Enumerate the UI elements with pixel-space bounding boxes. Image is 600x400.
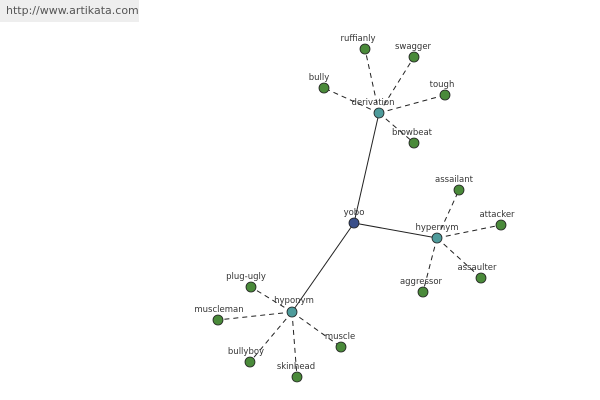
nodes-layer: yobo derivation ruffianly swagger bully tough… [194,34,515,383]
edge-center-hypernym [353,222,438,239]
edge-hypernym-assaulter [436,237,482,279]
node-leaf-aggressor[interactable]: aggressor [400,277,443,298]
node-leaf-swagger-circle[interactable] [408,51,420,63]
node-leaf-browbeat-circle[interactable] [408,137,420,149]
node-leaf-plug-ugly-label: plug-ugly [226,272,266,282]
node-leaf-attacker-label: attacker [479,210,515,220]
node-leaf-assailant[interactable]: assailant [435,175,474,196]
node-leaf-ruffianly[interactable]: ruffianly [340,34,376,55]
edge-derivation-tough [378,94,446,114]
node-relation-hypernym[interactable]: hypernym [415,223,459,244]
node-relation-derivation[interactable]: derivation [351,98,395,119]
node-leaf-skinhead-label: skinhead [277,362,315,372]
edge-derivation-swagger [378,56,415,114]
node-leaf-muscle[interactable]: muscle [325,332,355,353]
edge-derivation-bully [323,87,380,114]
node-leaf-muscleman[interactable]: muscleman [194,305,244,326]
site-url-link[interactable]: http://www.artikata.com [0,0,139,22]
node-leaf-bullyboy-circle[interactable] [244,356,256,368]
edge-hyponym-bullyboy [249,311,293,363]
node-relation-hypernym-label: hypernym [415,223,458,233]
edges-layer [217,48,502,378]
node-leaf-bully-label: bully [309,73,330,83]
node-leaf-swagger-label: swagger [395,42,432,52]
node-relation-hyponym-label: hyponym [274,296,314,306]
node-leaf-tough-circle[interactable] [439,89,451,101]
node-leaf-swagger[interactable]: swagger [395,42,432,63]
node-leaf-assaulter-circle[interactable] [475,272,487,284]
node-leaf-muscle-circle[interactable] [335,341,347,353]
node-leaf-plug-ugly[interactable]: plug-ugly [226,272,266,293]
node-leaf-browbeat[interactable]: browbeat [392,128,433,149]
node-leaf-muscleman-label: muscleman [194,305,243,315]
node-leaf-aggressor-label: aggressor [400,277,443,287]
node-leaf-tough-label: tough [430,80,455,90]
node-center-yobo-label: yobo [344,208,365,218]
edge-center-derivation [353,112,380,224]
edge-derivation-ruffianly [364,48,380,114]
node-leaf-tough[interactable]: tough [430,80,455,101]
node-relation-hyponym-circle[interactable] [286,306,298,318]
edge-center-hyponym [291,222,355,313]
node-relation-hyponym[interactable]: hyponym [274,296,314,318]
node-leaf-skinhead[interactable]: skinhead [277,362,315,383]
node-leaf-assaulter-label: assaulter [457,263,497,273]
node-leaf-browbeat-label: browbeat [392,128,433,138]
node-leaf-ruffianly-circle[interactable] [359,43,371,55]
node-leaf-assailant-label: assailant [435,175,474,185]
node-leaf-assailant-circle[interactable] [453,184,465,196]
node-leaf-plug-ugly-circle[interactable] [245,281,257,293]
node-leaf-attacker[interactable]: attacker [479,210,515,231]
edge-hyponym-skinhead [291,311,298,378]
node-relation-derivation-circle[interactable] [373,107,385,119]
node-leaf-muscleman-circle[interactable] [212,314,224,326]
edge-hypernym-attacker [436,224,502,239]
node-leaf-bully-circle[interactable] [318,82,330,94]
node-leaf-skinhead-circle[interactable] [291,371,303,383]
node-leaf-attacker-circle[interactable] [495,219,507,231]
node-relation-hypernym-circle[interactable] [431,232,443,244]
node-leaf-bully[interactable]: bully [309,73,330,94]
node-leaf-bullyboy-label: bullyboy [228,347,264,357]
edge-derivation-browbeat [378,112,415,144]
edge-hypernym-aggressor [422,237,438,293]
edge-hyponym-muscleman [217,311,293,321]
edge-hyponym-plug-ugly [250,286,293,313]
node-relation-derivation-label: derivation [351,98,394,108]
node-leaf-bullyboy[interactable]: bullyboy [228,347,264,368]
node-leaf-aggressor-circle[interactable] [417,286,429,298]
node-leaf-assaulter[interactable]: assaulter [457,263,497,284]
node-center-yobo-circle[interactable] [348,217,360,229]
node-center-yobo[interactable]: yobo [344,208,365,229]
node-leaf-ruffianly-label: ruffianly [340,34,375,44]
node-leaf-muscle-label: muscle [325,332,355,342]
edge-hyponym-muscle [291,311,342,348]
